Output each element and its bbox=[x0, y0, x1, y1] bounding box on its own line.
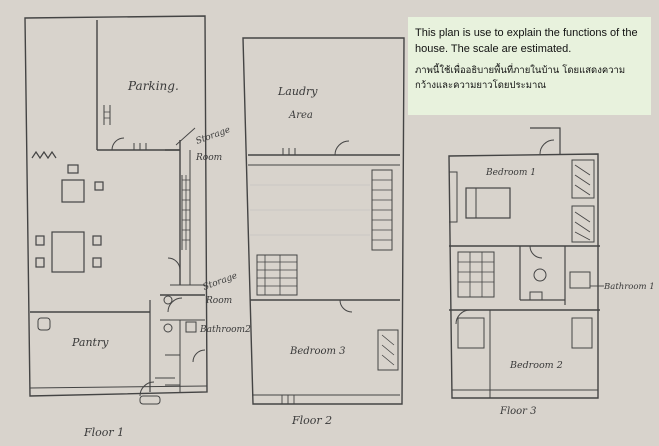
bedroom-2-label: Bedroom 2 bbox=[509, 360, 563, 371]
bathroom-2-label: Bathroom2 bbox=[199, 325, 251, 335]
floor-2-title: Floor 2 bbox=[291, 414, 332, 427]
dining-table-small bbox=[61, 164, 104, 203]
laundry-label-line1: Laudry bbox=[277, 85, 318, 98]
pantry-label: Pantry bbox=[71, 336, 109, 349]
bedroom-3-label: Bedroom 3 bbox=[289, 346, 346, 357]
bedroom-1-label: Bedroom 1 bbox=[485, 168, 536, 178]
floor-1-fixtures bbox=[37, 295, 197, 405]
floor-3-title: Floor 3 bbox=[499, 406, 537, 417]
floor-1-title: Floor 1 bbox=[83, 426, 124, 439]
storage-room-pointer bbox=[175, 127, 196, 146]
storage-room-bottom-label-line1: Storage bbox=[202, 271, 239, 293]
floor-2-open-space-lines bbox=[250, 184, 370, 236]
floor-1-window-zigzag bbox=[31, 150, 57, 160]
storage-room-bottom-label-line2: Room bbox=[205, 296, 232, 306]
explanation-note: This plan is use to explain the function… bbox=[408, 17, 651, 115]
note-english-text: This plan is use to explain the function… bbox=[415, 27, 638, 55]
storage-room-top-label-line1: Storage bbox=[195, 125, 232, 147]
floor-1-door-arcs bbox=[167, 257, 206, 363]
floor-2-plan bbox=[242, 37, 405, 405]
storage-room-top-label-line2: Room bbox=[195, 153, 222, 163]
floor-3-plan bbox=[448, 127, 600, 399]
dining-table-large bbox=[35, 231, 102, 273]
floor-1-plan bbox=[24, 15, 208, 397]
laundry-label-line2: Area bbox=[288, 110, 313, 121]
note-thai-text: ภาพนี้ใช้เพื่ออธิบายพื้นที่ภายในบ้าน โดย… bbox=[415, 65, 626, 91]
bathroom-1-label: Bathroom 1 bbox=[603, 282, 655, 292]
parking-label: Parking. bbox=[127, 79, 179, 93]
